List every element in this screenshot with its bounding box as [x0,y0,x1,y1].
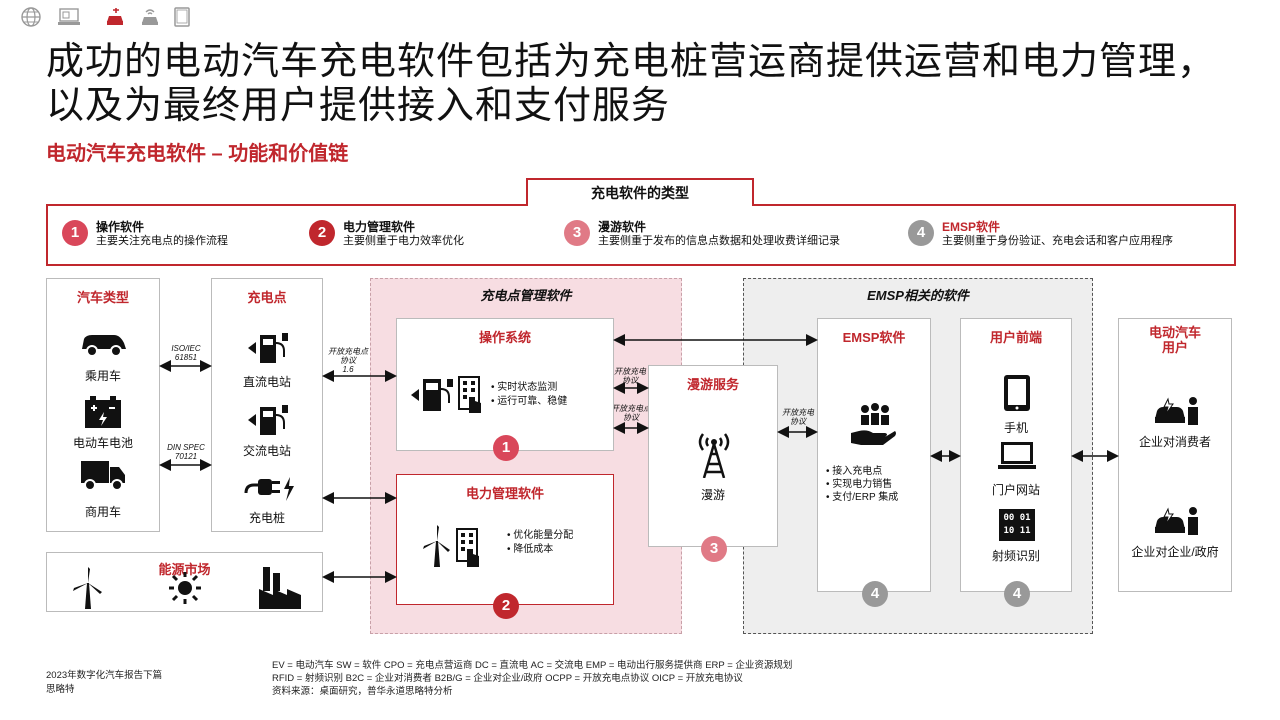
ev-users-panel: 电动汽车 用户 企业对消费者 企业对企业/政府 [1118,318,1232,592]
ev-user-label: 企业对消费者 [1138,435,1211,449]
emsp-bullet: • 支付/ERP 集成 [826,492,899,503]
wind-turbine-icon [71,567,105,609]
operations-system-box: 操作系统 • 实时状态监测 • 运行可靠、稳健 1 [396,318,614,461]
badge-3: 3 [564,220,590,246]
badge-4: 4 [1004,581,1030,607]
wind-tablet-icon [423,525,483,569]
footer-report: 2023年数字化汽车报告下篇 [46,670,163,681]
page-title: 成功的电动汽车充电软件包括为充电桩营运商提供运营和电力管理，以及为最终用户提供接… [46,41,1217,127]
car-charging-icon[interactable] [104,6,126,28]
energy-market-title: 能源市场 [158,562,211,577]
battery-icon [83,396,123,430]
type-desc: 主要侧重于发布的信息点数据和处理收费详细记录 [598,235,840,247]
roaming-box: 漫游服务 漫游 3 [648,365,778,562]
footer-source: 资料来源：桌面研究，普华永道思略特分析 [272,686,453,697]
connected-car-icon[interactable] [139,6,161,28]
passenger-car-icon [80,331,128,357]
sun-icon [168,571,202,605]
protocol-ocpp-left: 开放充电点 协议 1.6 [328,347,368,374]
antenna-icon [694,430,734,478]
frontend-label: 射频识别 [991,549,1040,563]
vehicle-type-label: 电动车电池 [72,436,133,450]
power-plant-icon [259,565,301,609]
type-title: 漫游软件 [598,220,647,234]
cpms-title: 充电点管理软件 [480,288,572,303]
footer-abbr-1: EV = 电动汽车 SW = 软件 CPO = 充电点营运商 DC = 直流电 … [272,660,793,671]
vehicle-type-label: 商用车 [84,505,121,519]
emsp-bullet: • 实现电力销售 [826,479,893,490]
laptop-monitor-icon [998,441,1036,471]
type-title: EMSP软件 [942,220,1001,234]
protocol-din: DIN SPEC 70121 [167,443,205,461]
badge-4: 4 [862,581,888,607]
rfid-icon: 00 01 10 11 [999,509,1035,541]
power-bullet: • 降低成本 [507,544,554,555]
emsp-title: EMSP软件 [842,330,906,345]
protocol-ocpi-top: 开放充电 协议 [614,367,646,385]
badge-1: 1 [62,220,88,246]
type-title: 操作软件 [96,220,145,234]
charging-points-panel: 充电点 直流电站 交流电站 充电桩 [211,278,323,532]
badge-4: 4 [908,220,934,246]
charging-station-icon [409,375,485,415]
page-subtitle: 电动汽车充电软件 – 功能和价值链 [46,143,349,165]
operations-title: 操作系统 [478,330,531,345]
ev-user-label: 企业对企业/政府 [1131,545,1219,559]
ev-users-title: 电动汽车 用户 [1148,325,1201,355]
emsp-bullet: • 接入充电点 [826,466,883,477]
laptop-icon[interactable] [57,6,80,28]
frontend-label: 手机 [1003,421,1028,435]
type-desc: 主要侧重于电力效率优化 [343,235,464,247]
type-title: 电力管理软件 [343,220,416,234]
power-bullet: • 优化能量分配 [507,530,574,541]
person-car-icon [1153,505,1199,537]
types-header: 充电软件的类型 [526,178,754,206]
charging-point-label: 充电桩 [248,511,285,525]
badge-1: 1 [493,435,519,461]
vehicle-types-title: 汽车类型 [76,290,129,305]
footer-abbr-2: RFID = 射频识别 B2C = 企业对消费者 B2B/G = 企业对企业/政… [272,673,743,684]
energy-market-panel: 能源市场 [46,552,323,612]
protocol-iso: ISO/IEC 61851 [171,344,201,362]
dc-station-icon [246,331,292,365]
type-item-roaming: 3 漫游软件主要侧重于发布的信息点数据和处理收费详细记录 [564,220,840,248]
footer-brand: 思略特 [46,684,75,695]
roaming-label: 漫游 [700,488,725,502]
roaming-title: 漫游服务 [686,377,739,392]
charging-point-label: 直流电站 [242,375,291,389]
ac-station-icon [246,403,292,437]
type-item-emsp: 4 EMSP软件主要侧重于身份验证、充电会话和客户应用程序 [908,220,1173,248]
badge-2: 2 [493,593,519,619]
emsp-region-title: EMSP相关的软件 [867,288,969,303]
frontend-label: 门户网站 [991,483,1040,497]
protocol-ocpi-right: 开放充电 协议 [782,408,814,426]
badge-3: 3 [701,536,727,562]
charging-plug-icon [244,475,296,503]
emsp-software-box: EMSP软件 • 接入充电点 • 实现电力销售 • 支付/ERP 集成 4 [817,318,931,607]
type-desc: 主要侧重于身份验证、充电会话和客户应用程序 [942,235,1173,247]
type-item-operations: 1 操作软件主要关注充电点的操作流程 [62,220,228,248]
globe-icon[interactable] [20,6,42,28]
type-item-power: 2 电力管理软件主要侧重于电力效率优化 [309,220,464,248]
charging-points-title: 充电点 [247,290,287,305]
power-management-title: 电力管理软件 [465,486,544,501]
protocol-ocpp-mid: 开放充电点 协议 [611,404,651,422]
vehicle-type-label: 乘用车 [84,369,121,383]
ops-bullet: • 运行可靠、稳健 [491,396,568,407]
mobile-phone-icon [1003,374,1031,412]
hand-people-icon [851,403,897,447]
user-frontend-box: 用户前端 手机 门户网站 00 01 10 11 射频识别 4 [960,318,1072,607]
vehicle-types-panel: 汽车类型 乘用车 电动车电池 商用车 [46,278,160,532]
type-desc: 主要关注充电点的操作流程 [96,235,228,247]
badge-2: 2 [309,220,335,246]
charging-point-label: 交流电站 [242,444,291,458]
types-box: 1 操作软件主要关注充电点的操作流程 2 电力管理软件主要侧重于电力效率优化 3… [46,204,1236,266]
tablet-icon[interactable] [171,6,193,28]
truck-icon [81,459,127,491]
power-management-box: 电力管理软件 • 优化能量分配 • 降低成本 2 [396,474,614,619]
person-car-icon [1153,395,1199,427]
ops-bullet: • 实时状态监测 [491,382,558,393]
frontend-title: 用户前端 [989,330,1042,345]
